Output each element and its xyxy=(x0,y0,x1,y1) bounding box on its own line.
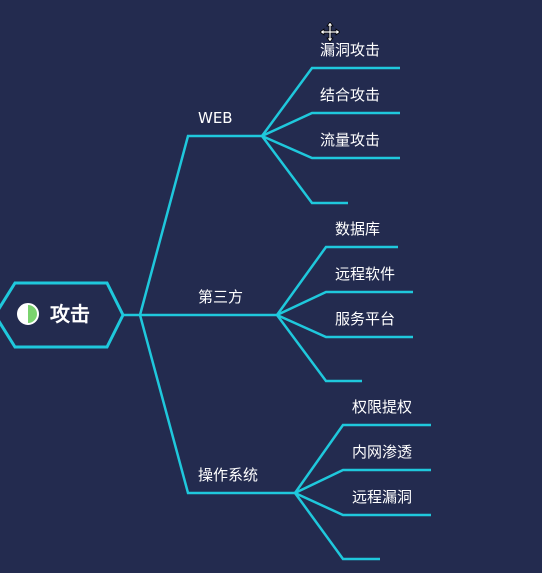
edge-web-child-4 xyxy=(260,135,348,205)
root-node[interactable] xyxy=(0,281,125,349)
edge-os-child-3 xyxy=(294,491,431,517)
edge-os-child-4 xyxy=(293,492,380,561)
edge-web-child-2 xyxy=(261,111,400,138)
root-label: 攻击 xyxy=(50,302,90,326)
node-os-remote-vuln[interactable]: 远程漏洞 xyxy=(352,488,413,506)
edge-web xyxy=(138,134,262,316)
node-web-combined-attack[interactable]: 结合攻击 xyxy=(320,86,381,104)
edge-os-child-1 xyxy=(293,423,431,494)
node-web-traffic-attack[interactable]: 流量攻击 xyxy=(320,131,381,149)
edge-third-child-4 xyxy=(275,314,362,383)
branch-os-label[interactable]: 操作系统 xyxy=(198,466,259,484)
node-os-intranet-penetration[interactable]: 内网渗透 xyxy=(352,443,413,461)
edge-os-child-2 xyxy=(294,468,431,495)
edge-third-child-1 xyxy=(275,245,398,316)
half-circle-icon xyxy=(17,303,39,325)
edge-web-child-1 xyxy=(260,66,400,137)
move-cursor-icon xyxy=(320,22,340,42)
edge-web-child-3 xyxy=(261,134,400,160)
node-web-vuln-attack[interactable]: 漏洞攻击 xyxy=(320,41,381,59)
edge-third-child-2 xyxy=(276,290,413,317)
branch-web-label[interactable]: WEB xyxy=(198,109,233,127)
node-third-remote-software[interactable]: 远程软件 xyxy=(335,265,396,283)
edge-os xyxy=(138,314,295,495)
node-third-service-platform[interactable]: 服务平台 xyxy=(335,310,396,328)
branch-third-party-label[interactable]: 第三方 xyxy=(198,288,244,306)
node-os-privilege-escalation[interactable]: 权限提权 xyxy=(352,398,413,416)
edge-third-child-3 xyxy=(276,313,413,339)
node-third-database[interactable]: 数据库 xyxy=(335,220,381,238)
